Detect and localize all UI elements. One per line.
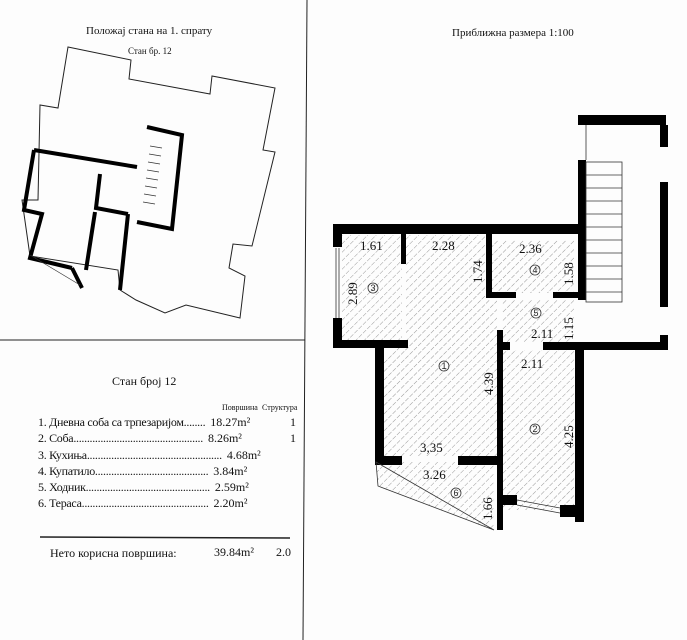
apartment-label: Стан бр. 12: [128, 46, 172, 56]
location-title: Положај стана на 1. спрату: [86, 25, 213, 37]
dim-room3-width: 1.61: [360, 238, 383, 253]
table-row: 5. Ходник...............................…: [38, 480, 249, 495]
room-4-bathroom: [492, 240, 574, 293]
table-row-area: 18.27m²: [210, 415, 251, 429]
dim-room4-width: 2.36: [519, 241, 542, 256]
dim-room6-width: 3.26: [423, 467, 446, 482]
table-row-label: 2. Соба.................................…: [38, 431, 203, 445]
table-title: Стан број 12: [112, 374, 177, 388]
table-row: 6. Тераса...............................…: [38, 496, 247, 511]
building-location-plan: [21, 46, 276, 319]
table-row-label: 5. Ходник...............................…: [38, 480, 210, 494]
scale-title: Приближна размера 1:100: [452, 27, 574, 39]
room-1-living: [384, 235, 497, 456]
table-row: 2. Соба.................................…: [38, 431, 242, 446]
table-row: 1. Дневна соба са трпезаријом........ 18…: [38, 415, 250, 430]
vertical-divider: [302, 0, 308, 640]
walls: [333, 115, 668, 530]
table-row-label: 1. Дневна соба са трпезаријом........: [38, 415, 206, 429]
dim-room4-length: 1.58: [561, 262, 576, 285]
room-number: 6: [453, 488, 458, 498]
dim-room1-side-top: 1.74: [470, 260, 485, 283]
building-outline: [21, 46, 276, 319]
dim-room6-length: 1.66: [480, 497, 495, 520]
table-row-area: 4.68m²: [226, 448, 261, 462]
dim-room2-width: 2.11: [521, 356, 543, 371]
dim-room2-length: 4.25: [561, 425, 576, 448]
column-header-area: Површина: [222, 403, 258, 412]
table-row-area: 3.84m²: [213, 464, 248, 478]
table-row-area: 8.26m²: [207, 431, 242, 445]
table-row-structure: 1: [290, 431, 296, 445]
table-row: 4. Купатило.............................…: [38, 464, 247, 479]
room-number: 1: [441, 361, 446, 371]
dim-room3-length: 2.89: [345, 282, 360, 305]
table-row-label: 6. Тераса...............................…: [38, 496, 209, 510]
dim-room1-bottom: 3,35: [420, 440, 443, 455]
room-2-bedroom: [502, 350, 576, 510]
dim-room1-top: 2.28: [432, 238, 455, 253]
table-row-area: 2.59m²: [214, 480, 249, 494]
room-5-hallway: [502, 300, 574, 342]
total-divider: [39, 536, 291, 539]
dim-room5-length: 1.15: [561, 317, 576, 340]
room-3-kitchen: [342, 235, 402, 340]
room-number: 2: [532, 424, 537, 434]
column-header-structure: Структура: [262, 403, 298, 412]
dim-room5-width: 2.11: [531, 326, 553, 341]
table-row-label: 3. Кухиња...............................…: [38, 448, 222, 462]
total-area: 39.84m²: [214, 545, 254, 559]
dim-room1-side: 4.39: [481, 372, 496, 395]
room-number: 4: [532, 265, 537, 275]
table-row: 3. Кухиња...............................…: [38, 448, 261, 463]
room-number: 5: [533, 308, 538, 318]
table-row-structure: 1: [290, 415, 296, 429]
table-row-label: 4. Купатило.............................…: [38, 464, 209, 478]
staircase: [585, 161, 623, 303]
table-row-area: 2.20m²: [213, 496, 248, 510]
total-label: Нето корисна површина:: [50, 546, 177, 560]
room-number: 3: [370, 283, 375, 293]
apartment-plan: 1 2 3 4 5 6 1.61 2.89 2.28 1.74 4.39 3,3…: [333, 115, 668, 531]
total-structure: 2.0: [276, 545, 291, 559]
